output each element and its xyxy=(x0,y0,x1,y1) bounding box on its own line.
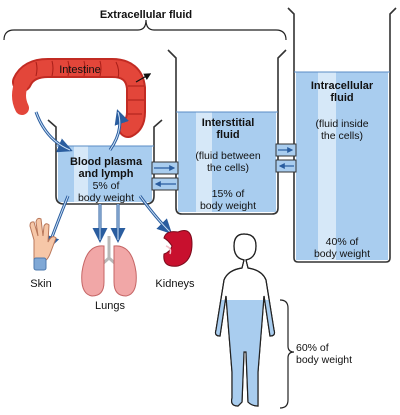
plasma-organ-arrows xyxy=(45,195,173,251)
human-body-illustration xyxy=(214,233,276,407)
intracellular-percent: 40% of body weight xyxy=(313,236,371,260)
lungs-illustration xyxy=(81,236,137,297)
plasma-title: Blood plasma and lymph xyxy=(69,156,143,180)
plasma-beaker xyxy=(47,119,163,205)
intestine-plasma-arrows xyxy=(34,109,129,153)
skin-label: Skin xyxy=(30,278,52,290)
interstitial-intracellular-exchange xyxy=(275,143,297,173)
interstitial-beaker xyxy=(167,49,287,215)
body-60-bracket xyxy=(279,299,295,409)
lungs-label: Lungs xyxy=(95,300,125,312)
intestine-label: Intestine xyxy=(59,64,101,76)
interstitial-title: Interstitial fluid xyxy=(201,117,255,141)
extracellular-fluid-label: Extracellular fluid xyxy=(99,9,193,21)
interstitial-percent: 15% of body weight xyxy=(199,188,257,212)
kidney-illustration xyxy=(163,230,193,267)
plasma-interstitial-exchange xyxy=(151,161,179,191)
kidneys-label: Kidneys xyxy=(155,278,195,290)
extracellular-bracket xyxy=(3,19,287,41)
plasma-percent: 5% of body weight xyxy=(77,180,135,204)
interstitial-desc: (fluid between the cells) xyxy=(195,150,261,174)
intracellular-beaker xyxy=(287,7,397,263)
intracellular-title: Intracellular fluid xyxy=(310,80,374,104)
body-60-percent-label: 60% of body weight xyxy=(296,342,353,366)
intestine-illustration xyxy=(12,58,152,138)
skin-hand-illustration xyxy=(29,217,57,271)
intracellular-desc: (fluid inside the cells) xyxy=(315,118,369,142)
